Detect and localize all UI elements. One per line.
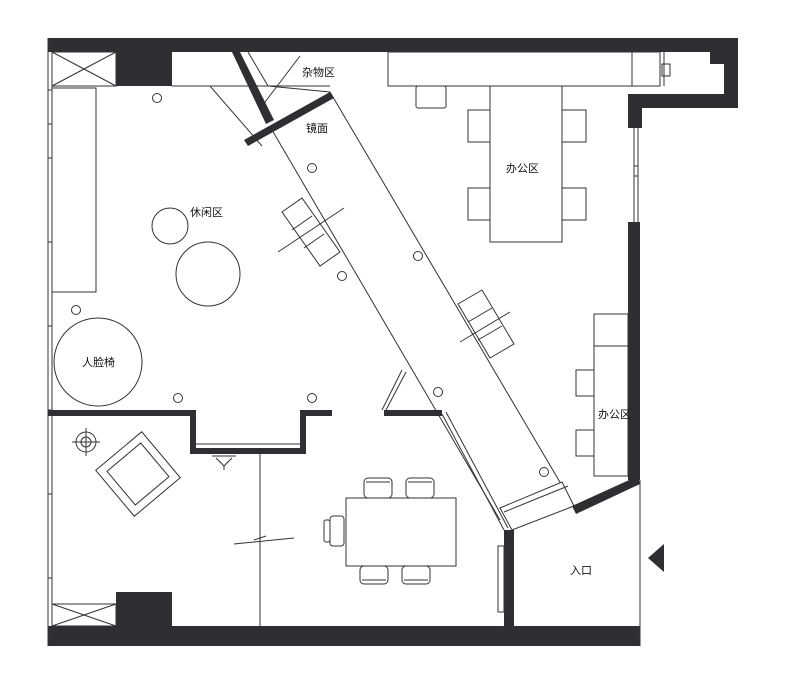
interior-walls (48, 369, 442, 454)
lounge-side-table (151, 207, 189, 245)
exterior-walls (47, 38, 738, 646)
office-right (575, 313, 629, 477)
bottom-left-room (72, 428, 295, 626)
face-chair (53, 317, 143, 407)
counter-lamps (307, 163, 549, 477)
office-desk-right (593, 345, 629, 477)
lounge-round-table (175, 241, 241, 307)
label-lounge: 休闲区 (190, 205, 223, 219)
wall-lamp (212, 455, 236, 470)
top-wall (48, 38, 738, 52)
label-face-chair: 人脸椅 (82, 355, 115, 369)
entrance-area (497, 476, 664, 634)
office-top (387, 51, 671, 243)
label-entrance: 入口 (570, 564, 592, 577)
lounge-outline (172, 85, 263, 147)
entrance-left-wall (504, 530, 514, 634)
right-upper-wall (724, 50, 738, 108)
top-left-corner-box (51, 51, 117, 87)
column-top-left (116, 38, 172, 86)
label-office-right: 办公区 (598, 408, 631, 421)
entrance-diagonal-wall (572, 476, 640, 514)
meeting-table (323, 477, 457, 585)
top-cabinet (387, 51, 633, 87)
label-mirror: 镜面 (306, 121, 328, 135)
counter-glass (441, 411, 509, 531)
counter-end (499, 481, 575, 531)
bottom-wall (48, 626, 640, 646)
lounge-lamps (71, 93, 317, 403)
label-storage: 杂物区 (302, 65, 335, 79)
storage-strip (210, 51, 334, 146)
left-window-strip (48, 52, 53, 626)
bottom-left-corner-box (51, 603, 117, 627)
entrance-arrow-icon (648, 544, 664, 572)
storage-divider (232, 52, 274, 124)
label-office-top: 办公区 (506, 162, 539, 175)
mirror-wall (244, 92, 334, 146)
office-desk-top (489, 85, 563, 243)
right-step-column (628, 94, 642, 128)
counter-stool-upper (277, 197, 345, 267)
armchair (95, 431, 181, 517)
left-bench (51, 87, 97, 293)
column-bottom-left (116, 592, 172, 644)
right-wall (628, 222, 640, 480)
counter-stool-lower (457, 289, 515, 359)
right-step-wall (628, 94, 738, 108)
